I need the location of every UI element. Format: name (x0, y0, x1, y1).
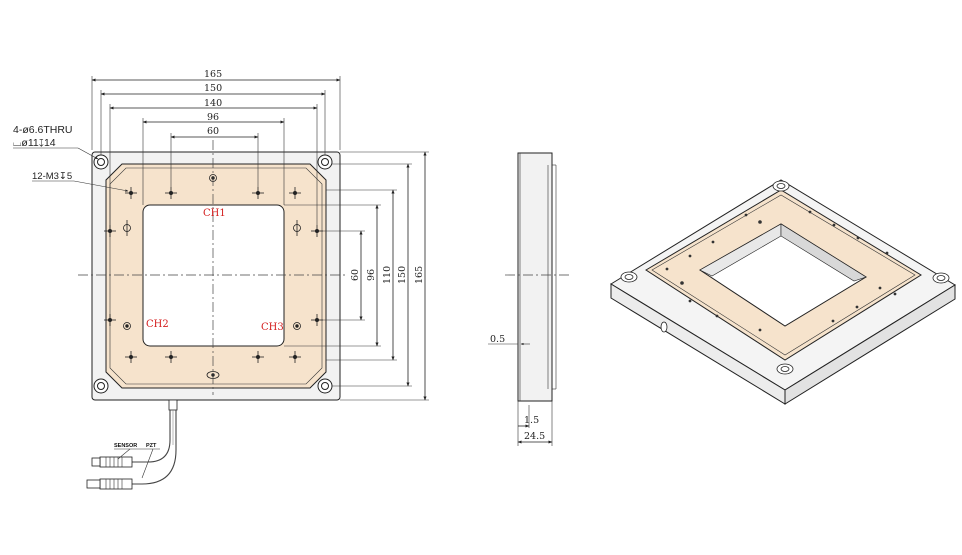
channel-label-ch2: CH2 (146, 319, 169, 330)
channel-label-ch3: CH3 (261, 322, 284, 333)
pzt-connector-icon (86, 478, 133, 490)
sensor-connector-icon (91, 456, 133, 468)
cable-assembly: SENSOR PZT (86, 399, 178, 490)
dim-height-110: 110 (382, 266, 393, 284)
hole-callouts: 4-ø6.6THRU ⌴ø11↧14 12-M3↧5 (13, 124, 129, 192)
note-counterbore: ⌴ø11↧14 (13, 137, 56, 149)
cable-label-pzt: PZT (146, 443, 157, 449)
dim-width-150: 150 (204, 83, 222, 94)
note-thru-hole: 4-ø6.6THRU (13, 124, 73, 136)
dim-thickness-1-5: 1.5 (524, 415, 539, 426)
dim-width-60: 60 (207, 126, 219, 137)
sensor-holes (123, 174, 301, 379)
iso-corner-holes (620, 180, 950, 375)
center-aperture (142, 204, 285, 347)
side-body (517, 152, 553, 402)
dim-width-140: 140 (204, 98, 222, 109)
vertical-dimensions: 60 96 110 150 165 (284, 151, 429, 401)
dim-width-96: 96 (207, 112, 219, 123)
note-threaded-holes: 12-M3↧5 (32, 171, 72, 182)
dim-height-165: 165 (414, 266, 425, 284)
isometric-view (610, 179, 956, 405)
dim-height-60: 60 (350, 269, 361, 281)
threaded-holes (104, 187, 323, 363)
dim-width-165: 165 (204, 69, 222, 80)
horizontal-dimensions: 165 150 140 96 60 (91, 69, 341, 225)
front-view: CH1 CH2 CH3 165 150 140 96 60 (13, 69, 429, 490)
dim-height-150: 150 (397, 266, 408, 284)
iso-body-right-side (784, 284, 956, 405)
channel-label-ch1: CH1 (203, 208, 226, 219)
iso-plate-holes (665, 210, 897, 332)
dim-height-24-5: 24.5 (524, 431, 545, 442)
iso-cable-port (660, 321, 668, 333)
dim-offset-0-5: 0.5 (490, 334, 505, 345)
dim-height-96: 96 (366, 269, 377, 281)
cable-label-sensor: SENSOR (114, 443, 137, 449)
side-view: 0.5 1.5 24.5 (488, 152, 572, 446)
